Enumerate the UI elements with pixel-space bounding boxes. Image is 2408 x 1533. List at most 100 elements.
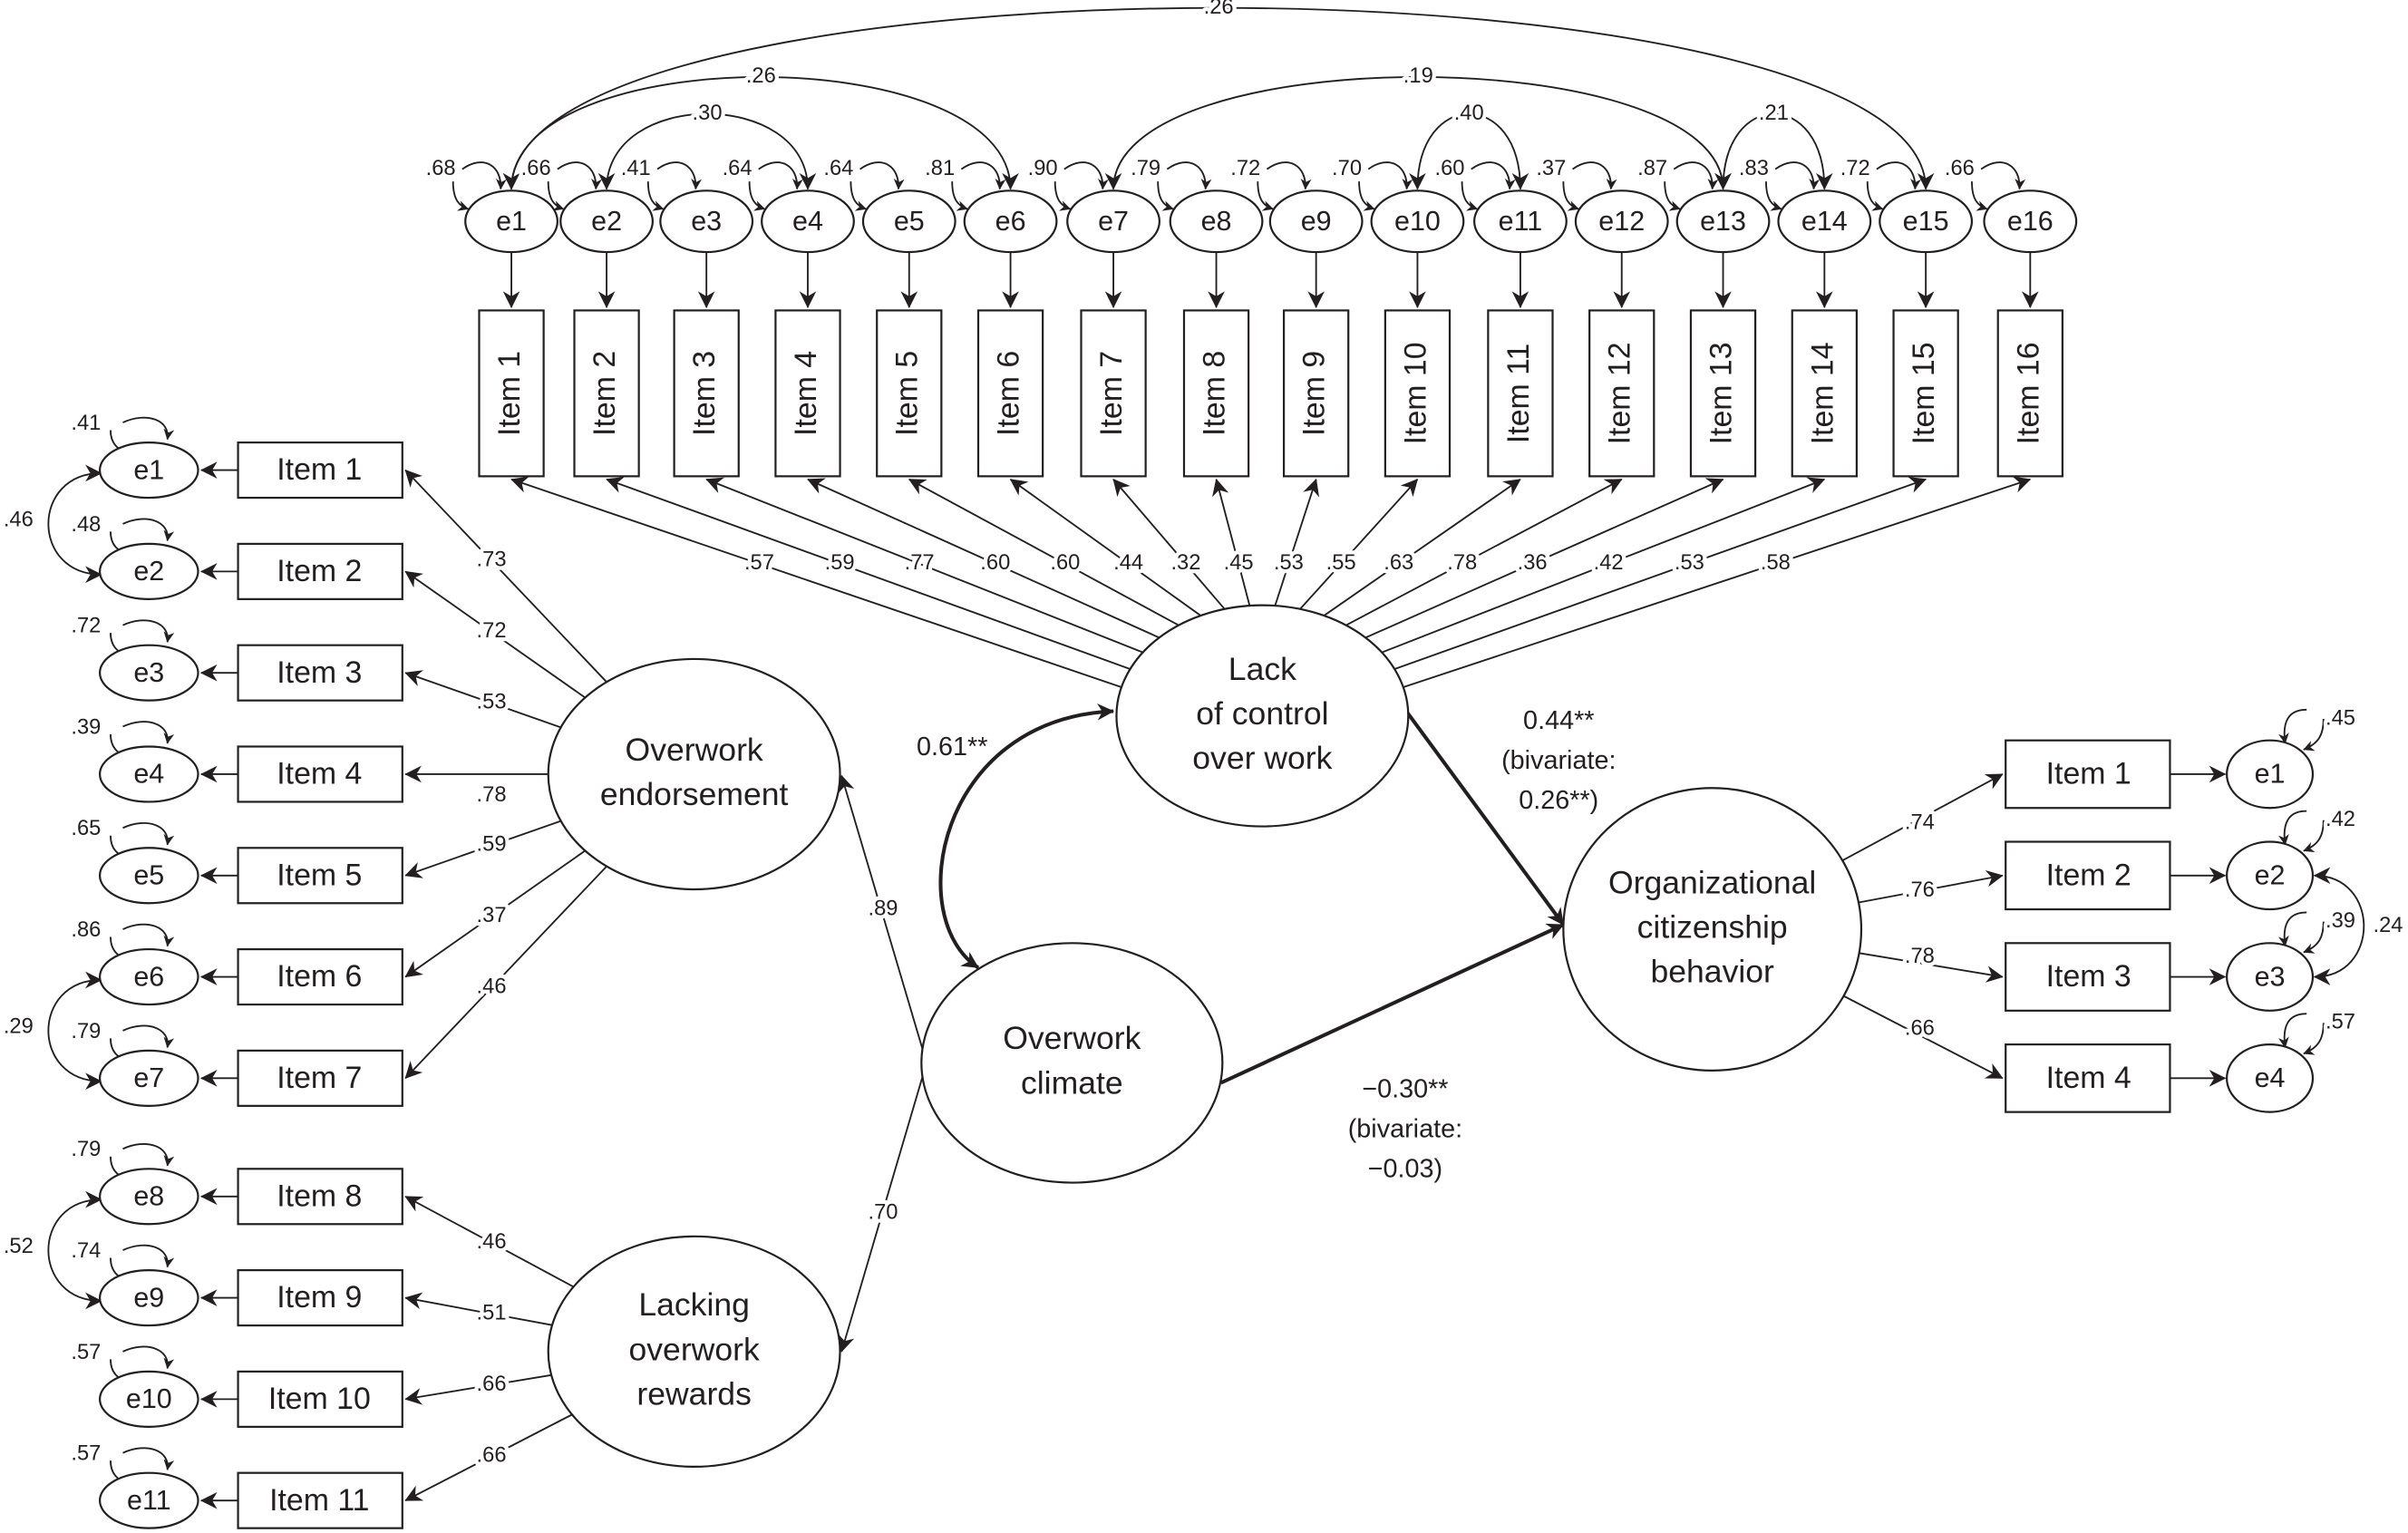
lack-to-ocb-value: 0.26**) [1519, 786, 1598, 815]
latent-ocb [1562, 787, 1863, 1072]
latent-overwork-climate-label: climate [1021, 1064, 1123, 1101]
variance-loop [1063, 161, 1109, 190]
loading-arrow [908, 478, 1180, 626]
variance-value: .64 [823, 157, 853, 180]
error-label: e11 [1499, 206, 1543, 237]
error-term [99, 1471, 199, 1529]
error-covariance [1409, 112, 1529, 190]
error-term [99, 947, 199, 1006]
loading-arrow [404, 1195, 575, 1288]
error-label: e8 [133, 1181, 164, 1212]
loading-arrow [404, 670, 561, 729]
error-label: e12 [1598, 206, 1645, 237]
variance-loop [758, 161, 803, 190]
variance-value: .68 [426, 157, 456, 180]
error-term [99, 644, 199, 702]
loading-value: .76 [1905, 878, 1935, 902]
error-label: e3 [133, 657, 164, 688]
item-label: Item 11 [1501, 344, 1536, 443]
indicator-item [237, 644, 403, 702]
error-term [1268, 189, 1364, 254]
item-label: Item 1 [2046, 757, 2131, 791]
variance-value: .79 [71, 1020, 101, 1043]
item-label: Item 4 [2046, 1061, 2131, 1095]
error-covariance [1104, 76, 1732, 190]
error-term [659, 189, 754, 254]
variance-loop [122, 721, 175, 744]
variance-value: .64 [723, 157, 752, 180]
error-label: e8 [1201, 206, 1232, 237]
item-label: Item 6 [992, 351, 1026, 436]
item-label: Item 2 [587, 351, 622, 436]
climate-to-rewards-path [838, 1074, 924, 1353]
variance-loop [122, 1447, 175, 1470]
variance-loop [960, 161, 1006, 190]
loading-value: .60 [980, 551, 1010, 575]
item-label: Item 5 [890, 351, 925, 436]
nodes-layer [99, 189, 2315, 1529]
variance-value: .90 [1028, 157, 1058, 180]
error-label: e2 [591, 206, 622, 237]
loading-arrow [404, 1292, 553, 1326]
error-label: e11 [127, 1485, 171, 1516]
loading-arrow [1843, 995, 2004, 1080]
latent-ocb-label: behavior [1650, 954, 1774, 990]
loading-value: .51 [477, 1302, 507, 1325]
variance-loop [2303, 921, 2325, 954]
error-label: e13 [1700, 206, 1746, 237]
loading-arrow [1403, 476, 2032, 688]
loading-arrow [404, 1413, 573, 1502]
item-label: Item 9 [277, 1280, 362, 1315]
indicator-item [1892, 309, 1959, 478]
error-term [1169, 189, 1264, 254]
indicator-item [237, 1471, 403, 1529]
loading-arrow [1212, 478, 1251, 606]
variance-value: .45 [2325, 706, 2355, 730]
indicator-item [1689, 309, 1757, 478]
latent-lacking-overwork-rewards-label: rewards [636, 1375, 751, 1412]
error-term [99, 1268, 199, 1327]
latent-overwork-climate [920, 942, 1224, 1184]
lack-to-ocb-value: 0.44** [1523, 706, 1594, 735]
variance-loop [461, 161, 507, 190]
latent-lack-of-control-label: of control [1196, 695, 1328, 732]
loading-value: .78 [1447, 551, 1477, 575]
covariance-value: 0.61** [917, 733, 987, 762]
loading-arrow [705, 477, 1143, 654]
loading-value: .60 [1050, 551, 1080, 575]
path-value: .89 [869, 897, 898, 920]
item-label: Item 3 [277, 655, 362, 690]
indicator-item [1487, 309, 1554, 478]
variance-value: .60 [1435, 157, 1465, 180]
indicator-item [876, 309, 943, 478]
variance-value: .72 [71, 615, 101, 638]
loading-arrow [1841, 773, 2004, 861]
latent-lack-of-control [1115, 604, 1410, 828]
covariance-value: .26 [1204, 0, 1234, 19]
error-label: e4 [792, 206, 823, 237]
indicator-item [237, 441, 403, 500]
climate-to-ocb-value: −0.03) [1368, 1155, 1442, 1184]
indicator-item [1282, 309, 1350, 478]
latent-lack-of-control-label: Lack [1228, 651, 1296, 687]
loading-arrow [510, 476, 1122, 688]
variance-value: .70 [1332, 157, 1362, 180]
indicator-item [1996, 309, 2063, 478]
error-covariance [597, 112, 817, 190]
error-label: e10 [1394, 206, 1441, 237]
error-term [963, 189, 1058, 254]
error-term [99, 1049, 199, 1107]
variance-loop [1571, 161, 1617, 190]
indicator-item [2005, 840, 2171, 911]
loading-value: .78 [477, 783, 507, 807]
error-label: e2 [2255, 860, 2286, 891]
item-label: Item 7 [1094, 351, 1129, 436]
error-label: e5 [894, 206, 925, 237]
error-label: e16 [2007, 206, 2054, 237]
error-term [1983, 189, 2078, 254]
climate-to-ocb-value: −0.30** [1362, 1075, 1448, 1104]
indicator-item [573, 309, 640, 478]
variance-value: .57 [2325, 1011, 2355, 1034]
